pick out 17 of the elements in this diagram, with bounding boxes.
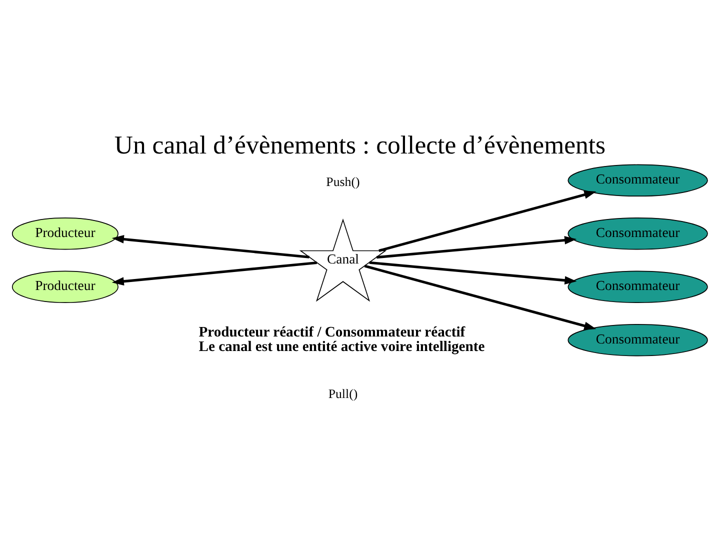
diagram-title: Un canal d’évènements : collecte d’évènements (114, 130, 606, 160)
node-ellipse: Producteur (12, 270, 118, 304)
arrow (364, 264, 596, 330)
node-ellipse: Consommateur (568, 218, 708, 250)
node-ellipse: Producteur (12, 218, 118, 250)
label: Le canal est une entité active voire intelligente (198, 338, 485, 355)
node-ellipse: Consommateur (568, 164, 708, 197)
node-ellipse: Consommateur (568, 270, 708, 304)
label: Push() (326, 175, 360, 190)
label: Pull() (328, 387, 358, 402)
label: Producteur réactif / Consommateur réactif (198, 324, 466, 340)
arrow (369, 261, 577, 285)
arrow (112, 235, 310, 258)
arrow (378, 190, 596, 252)
node-ellipse: Consommateur (568, 324, 708, 356)
arrow (376, 236, 577, 259)
arrow (112, 261, 317, 286)
